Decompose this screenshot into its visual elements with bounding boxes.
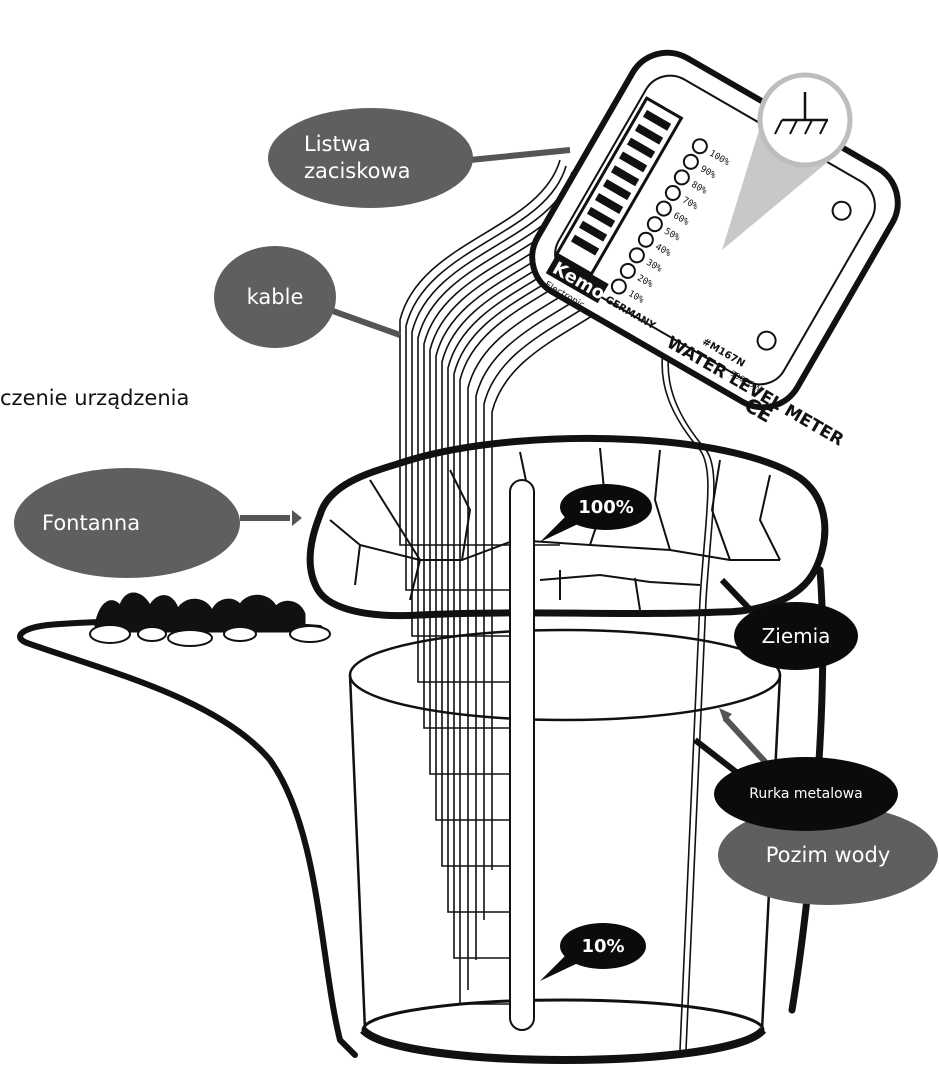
marker-10-tail xyxy=(538,955,578,985)
callout-metal-tube: Rurka metalowa xyxy=(714,757,898,831)
callout-metal-tube-label: Rurka metalowa xyxy=(749,786,862,802)
water-level-meter: 100% 90% 80% 70% 60% 50% 40% 30% 20% 10%… xyxy=(517,38,939,456)
callout-terminal-strip: Listwa zaciskowa xyxy=(268,108,473,208)
callout-soil-label: Ziemia xyxy=(762,624,831,648)
callout-water-level-label: Pozim wody xyxy=(766,843,891,867)
rocks xyxy=(90,593,330,646)
callout-cables: kable xyxy=(214,246,336,348)
cup xyxy=(350,630,780,1060)
marker-10-label: 10% xyxy=(581,936,624,957)
callout-cables-label: kable xyxy=(247,285,304,309)
caption-fragment: czenie urządzenia xyxy=(0,386,189,410)
marker-100-label: 100% xyxy=(578,497,634,518)
marker-100-tail xyxy=(538,516,578,546)
callout-terminal-strip-line1: Listwa xyxy=(304,131,371,158)
callout-fountain: Fontanna xyxy=(14,468,240,578)
callout-terminal-strip-line2: zaciskowa xyxy=(304,158,411,185)
probe-rod xyxy=(510,480,534,1030)
callout-soil: Ziemia xyxy=(734,602,858,670)
callout-fountain-label: Fontanna xyxy=(42,511,140,535)
ground-wire xyxy=(662,268,714,1050)
